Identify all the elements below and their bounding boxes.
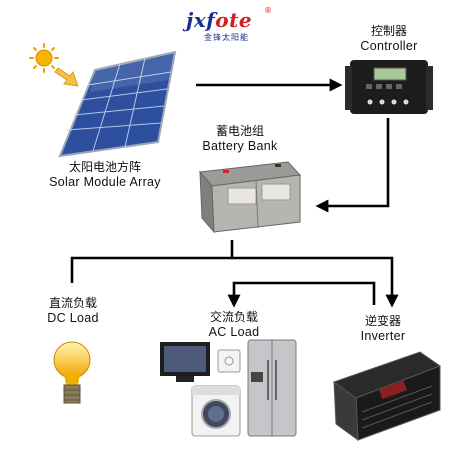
label-inverter-cn: 逆变器 bbox=[364, 314, 401, 328]
arrow-inverter-to-ac bbox=[227, 281, 376, 308]
power-socket-icon bbox=[217, 349, 241, 373]
sun-icon bbox=[29, 43, 59, 73]
label-ac-load-cn: 交流负载 bbox=[209, 310, 258, 324]
controller-device bbox=[345, 60, 433, 114]
label-battery-cn: 蓄电池组 bbox=[215, 124, 264, 138]
registered-mark: ® bbox=[264, 6, 272, 15]
inverter-device bbox=[332, 351, 442, 442]
label-controller: 控制器 Controller bbox=[344, 24, 434, 54]
label-ac-load-en: AC Load bbox=[208, 325, 260, 339]
tv-icon bbox=[160, 342, 210, 382]
light-bulb-icon bbox=[53, 341, 91, 404]
label-inverter-en: Inverter bbox=[360, 329, 406, 343]
brand-wordmark: jxfote bbox=[186, 8, 253, 32]
bus-to-dc-and-inverter bbox=[70, 256, 399, 308]
label-inverter: 逆变器 Inverter bbox=[348, 314, 418, 344]
refrigerator-icon bbox=[247, 339, 297, 437]
solar-panel bbox=[58, 50, 177, 158]
arrow-controller-to-battery bbox=[315, 118, 390, 213]
label-controller-en: Controller bbox=[360, 39, 418, 53]
sunlight-arrow-icon bbox=[54, 67, 79, 87]
label-ac-load: 交流负载 AC Load bbox=[196, 310, 272, 340]
label-solar-en: Solar Module Array bbox=[49, 175, 161, 189]
battery-bank bbox=[199, 161, 302, 234]
label-dc-load-en: DC Load bbox=[47, 311, 99, 325]
washing-machine-icon bbox=[191, 385, 241, 437]
label-battery-bank: 蓄电池组 Battery Bank bbox=[190, 124, 290, 154]
label-dc-load-cn: 直流负载 bbox=[48, 296, 97, 310]
label-controller-cn: 控制器 bbox=[370, 24, 407, 38]
label-solar-cn: 太阳电池方阵 bbox=[68, 160, 141, 174]
label-solar-module-array: 太阳电池方阵 Solar Module Array bbox=[30, 160, 180, 190]
label-battery-en: Battery Bank bbox=[202, 139, 278, 153]
label-dc-load: 直流负载 DC Load bbox=[38, 296, 108, 326]
brand-logo: jxfote ® 金锋太阳能 bbox=[186, 6, 276, 42]
brand-company-name: 金锋太阳能 bbox=[204, 33, 249, 42]
